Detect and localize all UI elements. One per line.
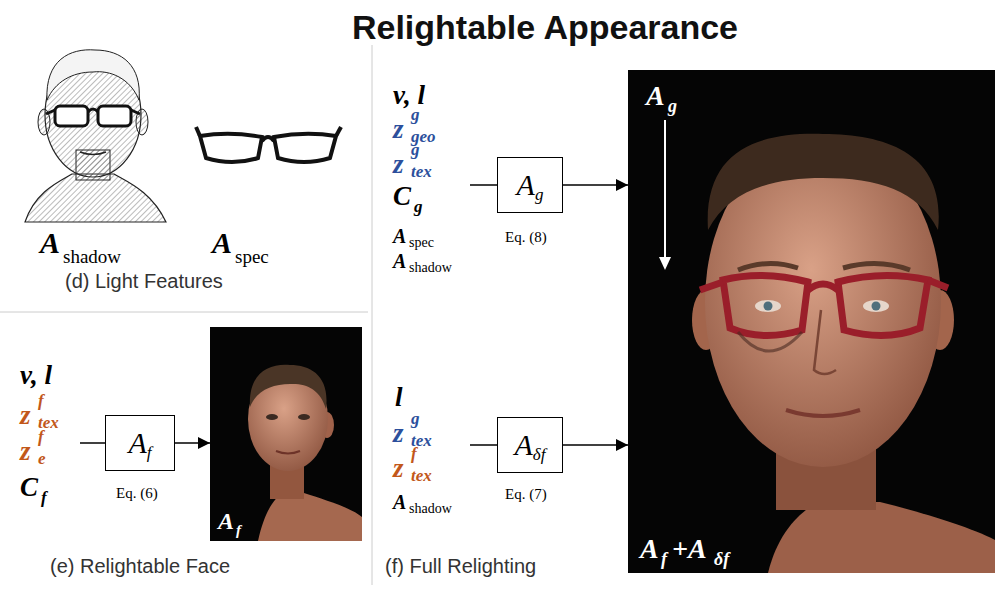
hair [47,50,139,100]
face-photo [210,327,362,541]
math-symbol: f [38,392,44,409]
math-symbol: shadow [63,247,121,266]
flow-arrow [563,184,628,186]
flow-arrow [175,442,210,444]
math-symbol: v, l [20,362,52,389]
math-symbol: g [411,410,420,427]
module-symbol: A [517,170,535,200]
math-symbol: shadow [409,502,452,516]
math-symbol: z [393,420,404,447]
equation-ref: Eq. (7) [505,487,547,502]
math-symbol: e [38,450,46,467]
module-subscript: δf [533,446,546,463]
module-box: Ag [497,157,563,213]
leader-arrow [664,120,666,258]
math-symbol: A [212,228,232,258]
module-box: Aδf [497,417,563,473]
flow-arrow [563,444,628,446]
relit-photo [628,70,995,573]
math-symbol: l [395,384,403,411]
math-symbol: z [393,151,404,178]
face-render: Af [210,327,362,541]
math-symbol: A [40,228,60,258]
module-symbol: A [646,82,665,110]
panel-caption: (f) Full Relighting [385,556,536,576]
equation-ref: Eq. (6) [116,486,158,501]
relit-render: AgAf+Aδf [628,70,995,573]
math-symbol: spec [235,247,269,266]
module-subscript: g [668,97,677,115]
math-symbol: C [20,474,38,501]
math-symbol: v, l [393,82,425,109]
math-symbol: g [411,106,420,123]
figure-title: Relightable Appearance [352,10,738,44]
leader-arrowhead [659,257,671,270]
math-symbol: z [20,402,31,429]
math-symbol: f [41,489,47,506]
module-symbol: A [128,428,146,458]
math-symbol: A [393,251,406,271]
module-subscript: g [535,186,544,203]
shadow-sketch [25,50,166,222]
math-symbol: f [38,428,44,445]
module-symbol: A [218,509,234,533]
spec-glasses [196,127,341,162]
math-symbol: z [20,438,31,465]
module-box: Af [105,415,175,471]
module-symbol: A [515,430,533,460]
shoulders [25,174,166,222]
math-symbol: g [411,141,420,158]
math-symbol: z [393,116,404,143]
module-subscript: f [236,523,241,538]
sketch-glasses [46,106,140,126]
module-subscript: δf [714,550,729,568]
mouth [80,152,106,155]
equation-ref: Eq. (8) [505,230,547,245]
module-subscript: f [661,550,667,568]
math-symbol: A [393,492,406,512]
math-symbol: A [393,226,406,246]
math-symbol: z [393,455,404,482]
math-symbol: f [411,445,417,462]
separator [0,312,368,313]
math-symbol: shadow [409,261,452,275]
math-symbol: g [414,198,423,215]
math-symbol: tex [411,467,432,484]
panel-caption: (d) Light Features [65,271,223,291]
module-symbol: A [640,535,659,563]
math-symbol: tex [411,163,432,180]
math-symbol: C [393,183,411,210]
separator [372,45,373,585]
module-subscript: f [147,444,152,461]
panel-caption: (e) Relightable Face [50,556,230,576]
math-symbol: spec [409,236,434,250]
module-symbol: +A [672,535,707,563]
